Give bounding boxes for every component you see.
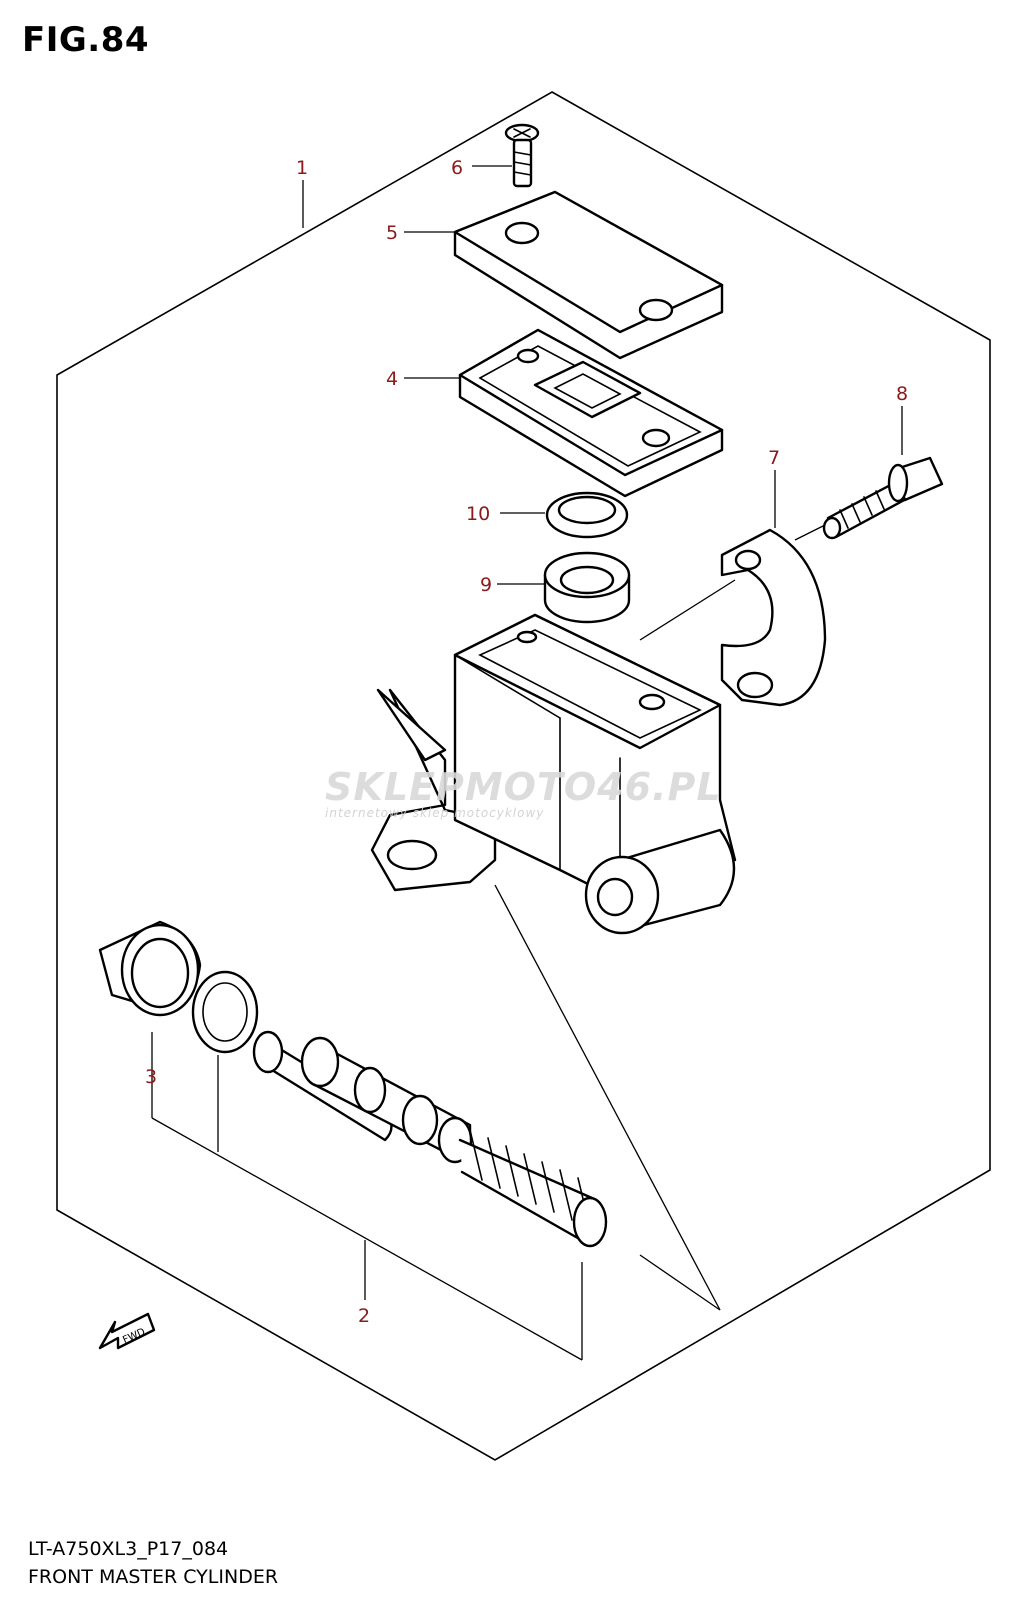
callout-2: 2	[358, 1305, 370, 1327]
model-code: LT-A750XL3_P17_084	[28, 1538, 229, 1560]
callout-leaders	[302, 165, 903, 1311]
watermark: SKLEPMOTO46.PL internetowy sklep motocyk…	[325, 765, 722, 820]
reservoir-cap-part-5	[453, 190, 724, 360]
circlip	[191, 970, 259, 1054]
callout-8: 8	[896, 383, 908, 405]
dust-boot-part-3	[98, 920, 202, 1017]
callout-4: 4	[386, 368, 398, 390]
o-ring-part-10	[545, 491, 629, 539]
watermark-main: SKLEPMOTO46.PL	[325, 765, 722, 809]
assembly-frame	[56, 91, 991, 1461]
watermark-sub: internetowy sklep motocyklowy	[325, 806, 544, 820]
part-group-name: FRONT MASTER CYLINDER	[28, 1566, 279, 1588]
piston-spring-part-2	[252, 1030, 608, 1248]
piston-kit-bracket	[151, 1032, 583, 1361]
diaphragm-part-4	[458, 328, 724, 498]
forward-arrow-icon: FWD	[98, 1312, 156, 1350]
callout-7: 7	[768, 447, 780, 469]
bolt-part-8	[822, 456, 944, 540]
screw-part-6	[504, 123, 540, 188]
callout-1: 1	[296, 157, 308, 179]
callout-9: 9	[480, 574, 492, 596]
master-cylinder-body-part-1	[370, 613, 737, 935]
callout-3: 3	[145, 1066, 157, 1088]
callout-numbers: 1 2 3 4 5 6 7 8 9 10	[145, 157, 908, 1327]
clamp-part-7	[720, 528, 827, 707]
callout-10: 10	[466, 503, 490, 525]
figure-title: FIG.84	[22, 20, 150, 60]
bushing-part-9	[543, 551, 631, 624]
callout-6: 6	[451, 157, 463, 179]
callout-5: 5	[386, 222, 398, 244]
